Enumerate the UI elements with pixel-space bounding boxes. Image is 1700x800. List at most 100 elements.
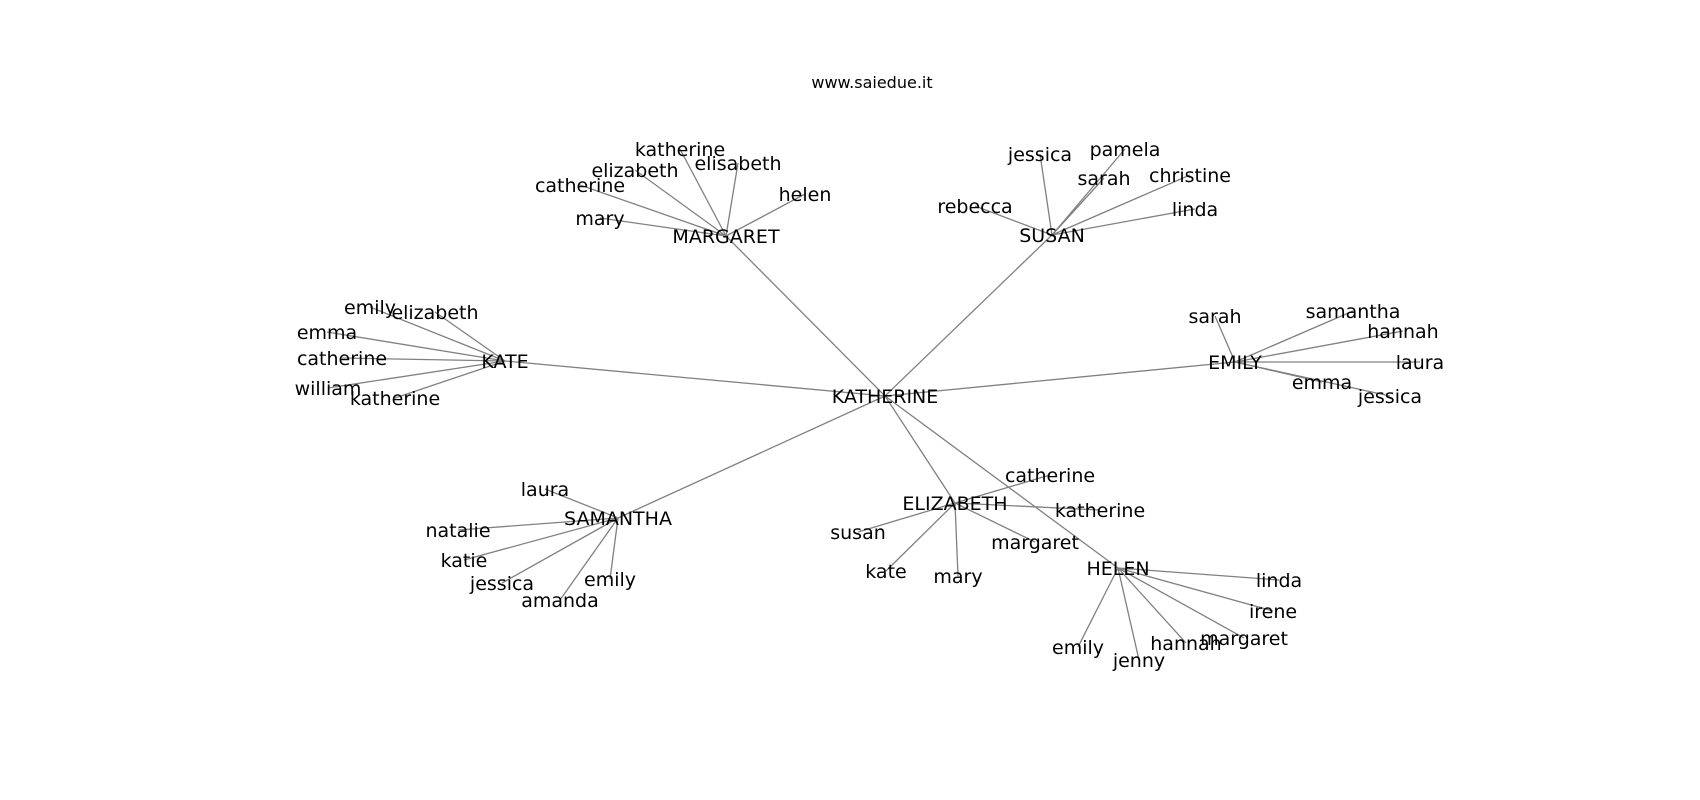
leaf-node-label: mary xyxy=(575,208,624,230)
leaf-node-label: jenny xyxy=(1112,650,1165,672)
leaf-node-label: rebecca xyxy=(937,196,1012,218)
edge-margaret-mary xyxy=(599,217,727,237)
leaf-node-label: kate xyxy=(865,561,906,583)
edge-root-emily xyxy=(884,361,1236,397)
edge-kate-william xyxy=(327,360,506,389)
edge-susan-pamela xyxy=(1051,148,1126,236)
leaf-node-label: jessica xyxy=(1357,386,1422,408)
leaf-node-label: margaret xyxy=(991,532,1079,554)
leaf-node-label: emily xyxy=(344,297,396,319)
edge-samantha-jessica xyxy=(501,517,619,584)
hub-node-label: MARGARET xyxy=(672,226,780,248)
edge-susan-sarah xyxy=(1051,177,1105,236)
root-node-label: KATHERINE xyxy=(832,386,939,408)
leaf-node-label: william xyxy=(295,378,362,400)
edge-kate-catherine xyxy=(341,357,506,362)
leaf-node-label: hannah xyxy=(1150,633,1221,655)
leaf-node-label: christine xyxy=(1149,165,1231,187)
hub-node-label: SUSAN xyxy=(1019,225,1085,247)
edge-margaret-katherine xyxy=(679,148,727,237)
edge-samantha-katie xyxy=(463,517,619,561)
edge-root-samantha xyxy=(617,395,886,519)
edge-helen-jenny xyxy=(1117,567,1140,661)
leaf-node-label: jessica xyxy=(469,573,534,595)
leaf-node-label: catherine xyxy=(535,175,625,197)
edge-kate-emma xyxy=(326,331,506,362)
leaf-node-label: katherine xyxy=(635,139,725,161)
leaf-node-label: irene xyxy=(1249,601,1297,623)
leaf-node-label: margaret xyxy=(1200,628,1288,650)
edge-susan-rebecca xyxy=(974,205,1053,236)
leaf-node-label: elizabeth xyxy=(591,160,678,182)
edge-kate-emily xyxy=(369,306,506,362)
edge-root-kate xyxy=(504,360,886,397)
edge-elizabeth-kate xyxy=(885,502,956,572)
leaf-node-label: laura xyxy=(521,479,569,501)
leaf-node-label: elisabeth xyxy=(694,153,781,175)
leaf-node-label: emma xyxy=(297,322,357,344)
edge-helen-hannah xyxy=(1117,567,1187,644)
edge-elizabeth-margaret xyxy=(954,502,1036,543)
edge-kate-elizabeth xyxy=(434,311,506,362)
leaf-node-label: katie xyxy=(441,550,488,572)
leaf-node-label: katherine xyxy=(350,388,440,410)
edge-margaret-helen xyxy=(725,193,806,237)
leaf-node-label: catherine xyxy=(1005,465,1095,487)
edge-helen-linda xyxy=(1117,567,1280,581)
edge-margaret-elizabeth xyxy=(634,169,727,237)
edge-elizabeth-catherine xyxy=(954,474,1051,504)
edge-elizabeth-susan xyxy=(857,502,956,533)
leaf-node-label: emily xyxy=(1052,637,1104,659)
edge-root-susan xyxy=(884,234,1053,397)
edge-elizabeth-mary xyxy=(954,502,959,577)
leaf-node-label: sarah xyxy=(1188,306,1241,328)
leaf-node-label: mary xyxy=(933,566,982,588)
leaf-node-label: susan xyxy=(830,522,886,544)
edge-emily-jessica xyxy=(1234,361,1391,397)
edge-samantha-natalie xyxy=(457,517,619,531)
edge-emily-sarah xyxy=(1214,315,1236,363)
leaf-node-label: samantha xyxy=(1306,301,1401,323)
edge-emily-samantha xyxy=(1234,310,1354,363)
leaf-node-label: catherine xyxy=(297,348,387,370)
edge-kate-katherine xyxy=(394,360,506,399)
site-url: www.saiedue.it xyxy=(811,73,932,92)
edge-samantha-amanda xyxy=(559,517,619,601)
edge-susan-christine xyxy=(1051,174,1191,236)
edges-layer xyxy=(326,148,1420,661)
edge-root-elizabeth xyxy=(884,395,956,504)
leaf-node-label: natalie xyxy=(425,520,490,542)
hub-node-label: ELIZABETH xyxy=(902,493,1007,515)
edge-elizabeth-katherine xyxy=(954,502,1101,511)
edge-helen-margaret xyxy=(1117,567,1245,639)
edge-susan-linda xyxy=(1051,208,1196,236)
edge-samantha-laura xyxy=(544,488,619,519)
hub-node-label: EMILY xyxy=(1208,352,1262,374)
edge-emily-hannah xyxy=(1234,330,1404,363)
leaf-node-label: hannah xyxy=(1367,321,1438,343)
edge-margaret-elisabeth xyxy=(725,162,739,237)
edge-samantha-emily xyxy=(609,517,619,580)
leaf-node-label: katherine xyxy=(1055,500,1145,522)
hub-node-label: KATE xyxy=(481,351,528,373)
hub-node-label: HELEN xyxy=(1086,558,1149,580)
edge-susan-jessica xyxy=(1039,153,1053,236)
leaf-node-label: elizabeth xyxy=(391,302,478,324)
leaf-node-label: sarah xyxy=(1077,168,1130,190)
leaf-node-label: linda xyxy=(1256,570,1302,592)
leaf-node-label: emily xyxy=(584,569,636,591)
hub-node-label: SAMANTHA xyxy=(564,508,672,530)
leaf-node-label: amanda xyxy=(521,590,599,612)
leaf-node-label: laura xyxy=(1396,352,1444,374)
leaf-node-label: jessica xyxy=(1007,144,1072,166)
edge-root-helen xyxy=(884,395,1119,569)
leaf-node-label: pamela xyxy=(1090,139,1161,161)
leaf-node-label: linda xyxy=(1172,199,1218,221)
edge-helen-emily xyxy=(1077,567,1119,648)
edge-root-margaret xyxy=(725,235,886,397)
leaf-node-label: helen xyxy=(779,184,832,206)
edge-margaret-catherine xyxy=(579,184,727,237)
